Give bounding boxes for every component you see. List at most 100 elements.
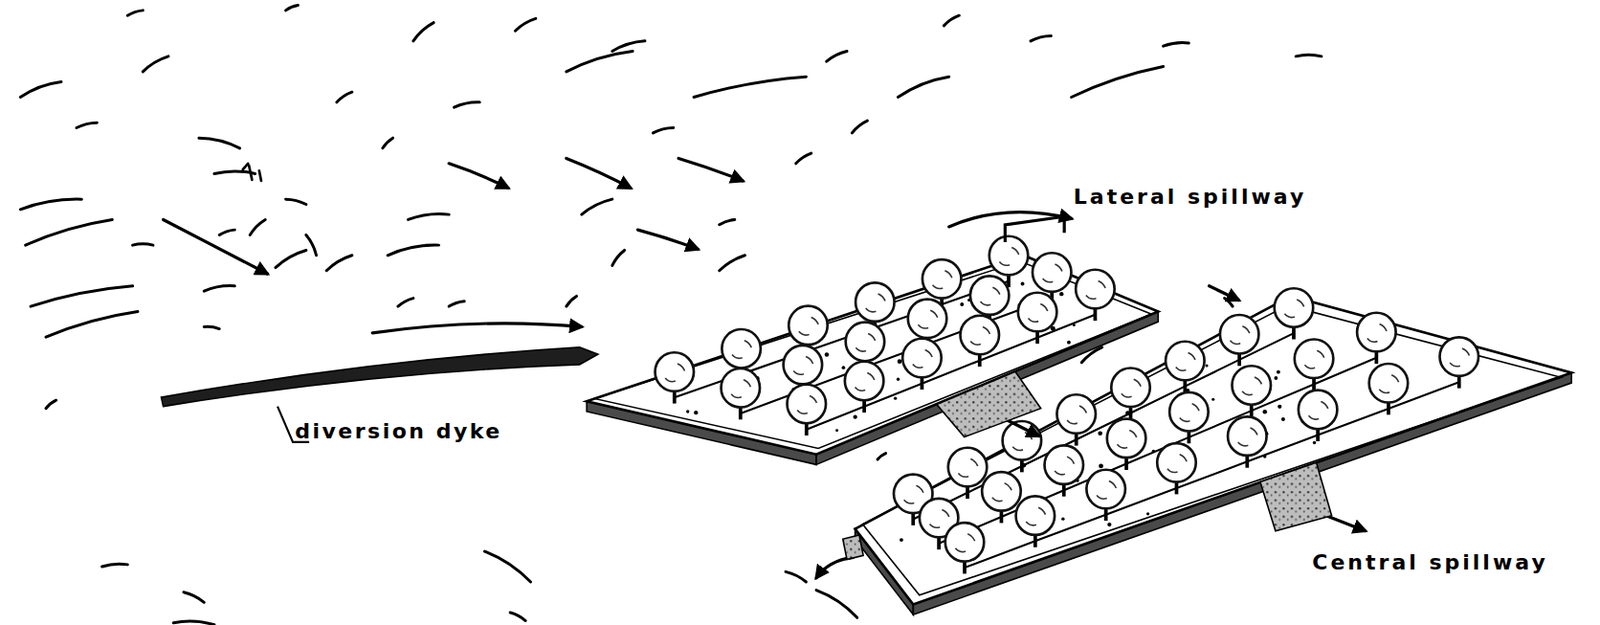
tree-texture xyxy=(1179,403,1200,423)
tree-symbol xyxy=(1298,390,1338,442)
tree-symbol xyxy=(1440,336,1480,388)
soil-dot xyxy=(897,358,903,364)
tree-crown xyxy=(1440,336,1480,377)
tree-symbol xyxy=(1369,363,1409,415)
soil-dot xyxy=(1211,398,1215,401)
water-stroke xyxy=(203,286,235,292)
tree-texture xyxy=(731,379,751,399)
water-stroke xyxy=(581,199,613,215)
water-stroke xyxy=(1030,36,1051,42)
tree-symbol xyxy=(1231,365,1271,417)
tree-symbol xyxy=(1220,314,1260,366)
tree-crown xyxy=(1294,338,1334,378)
tree-crown xyxy=(922,259,962,299)
tree-texture xyxy=(1116,429,1136,448)
soil-dot xyxy=(1312,441,1316,445)
water-stroke xyxy=(693,76,806,97)
tree-crown xyxy=(655,352,695,392)
tree-trunk xyxy=(1386,402,1391,416)
soil-dot xyxy=(824,352,829,356)
tree-trunk xyxy=(1249,404,1254,418)
tree-crown xyxy=(948,447,988,488)
tree-trunk xyxy=(1062,484,1067,497)
water-stroke xyxy=(514,18,535,31)
tree-texture xyxy=(1027,303,1047,322)
spillway-flap xyxy=(1260,462,1333,531)
tree-symbol xyxy=(1156,443,1197,494)
tree-trunk xyxy=(1035,331,1040,344)
water-stroke xyxy=(485,551,532,582)
tree-group xyxy=(655,236,1115,436)
orchard-plot xyxy=(586,236,1158,466)
water-stroke xyxy=(612,249,625,266)
tree-crown xyxy=(1169,392,1209,432)
soil-dot xyxy=(686,409,689,413)
water-stroke xyxy=(45,311,138,337)
tree-crown xyxy=(960,315,1000,356)
tree-symbol xyxy=(721,368,761,420)
tree-symbol xyxy=(1274,288,1314,339)
tree-texture xyxy=(799,316,819,335)
tree-texture xyxy=(980,287,1000,306)
water-stroke xyxy=(286,199,307,204)
tree-crown xyxy=(1056,394,1096,434)
orchard-plots xyxy=(586,236,1572,615)
tree-symbol xyxy=(655,352,695,403)
water-stroke xyxy=(719,255,746,271)
flow-arrow xyxy=(448,163,509,189)
tree-group xyxy=(893,288,1479,574)
water-stroke xyxy=(510,612,526,622)
water-stroke xyxy=(612,41,645,52)
spillway-bracket xyxy=(1004,216,1065,243)
tree-trunk xyxy=(962,561,967,575)
tree-crown xyxy=(1298,390,1338,430)
soil-dot xyxy=(893,396,897,400)
tree-symbol xyxy=(1227,416,1267,467)
tree-texture xyxy=(992,483,1012,502)
tree-crown xyxy=(1227,416,1267,456)
tree-texture xyxy=(1230,326,1250,345)
tree-texture xyxy=(955,533,975,553)
soil-dot xyxy=(1097,430,1103,436)
flow-arrow xyxy=(566,157,631,188)
soil-dot xyxy=(1098,464,1104,469)
tree-trunk xyxy=(1291,327,1296,340)
water-stroke xyxy=(133,244,154,245)
water-stroke xyxy=(448,301,465,307)
water-stroke xyxy=(943,15,959,26)
tree-symbol xyxy=(1107,419,1147,470)
tree-texture xyxy=(957,459,978,478)
soil-dot xyxy=(842,365,846,370)
tree-symbol xyxy=(960,315,1000,367)
tree-crown xyxy=(1107,419,1147,459)
water-stroke xyxy=(286,5,299,11)
soil-dot xyxy=(899,537,904,542)
tree-texture xyxy=(1167,454,1187,473)
soil-dot xyxy=(959,302,964,307)
tree-symbol xyxy=(945,522,985,574)
water-stroke xyxy=(851,120,867,134)
water-stroke xyxy=(249,219,266,235)
label-text: Central spillway xyxy=(1311,550,1548,576)
tree-symbol xyxy=(1356,312,1397,364)
tree-trunk xyxy=(965,486,970,499)
tree-symbol xyxy=(844,361,885,413)
flow-arrow xyxy=(372,323,582,334)
water-stroke xyxy=(387,244,439,256)
tree-trunk xyxy=(1457,376,1462,389)
tree-texture xyxy=(1054,456,1074,475)
tree-texture xyxy=(1096,480,1116,499)
tree-trunk xyxy=(1129,406,1134,420)
water-stroke xyxy=(127,10,143,16)
water-stroke xyxy=(183,592,204,603)
plot-ground xyxy=(855,295,1573,604)
soil-dot xyxy=(1281,417,1286,422)
tree-symbol xyxy=(1075,269,1115,321)
water-stroke xyxy=(326,255,353,271)
tree-crown xyxy=(1111,367,1151,407)
tree-trunk xyxy=(1237,353,1242,366)
tree-symbol xyxy=(1169,392,1209,444)
soil-dot xyxy=(1276,370,1281,375)
tree-crown xyxy=(970,275,1010,315)
